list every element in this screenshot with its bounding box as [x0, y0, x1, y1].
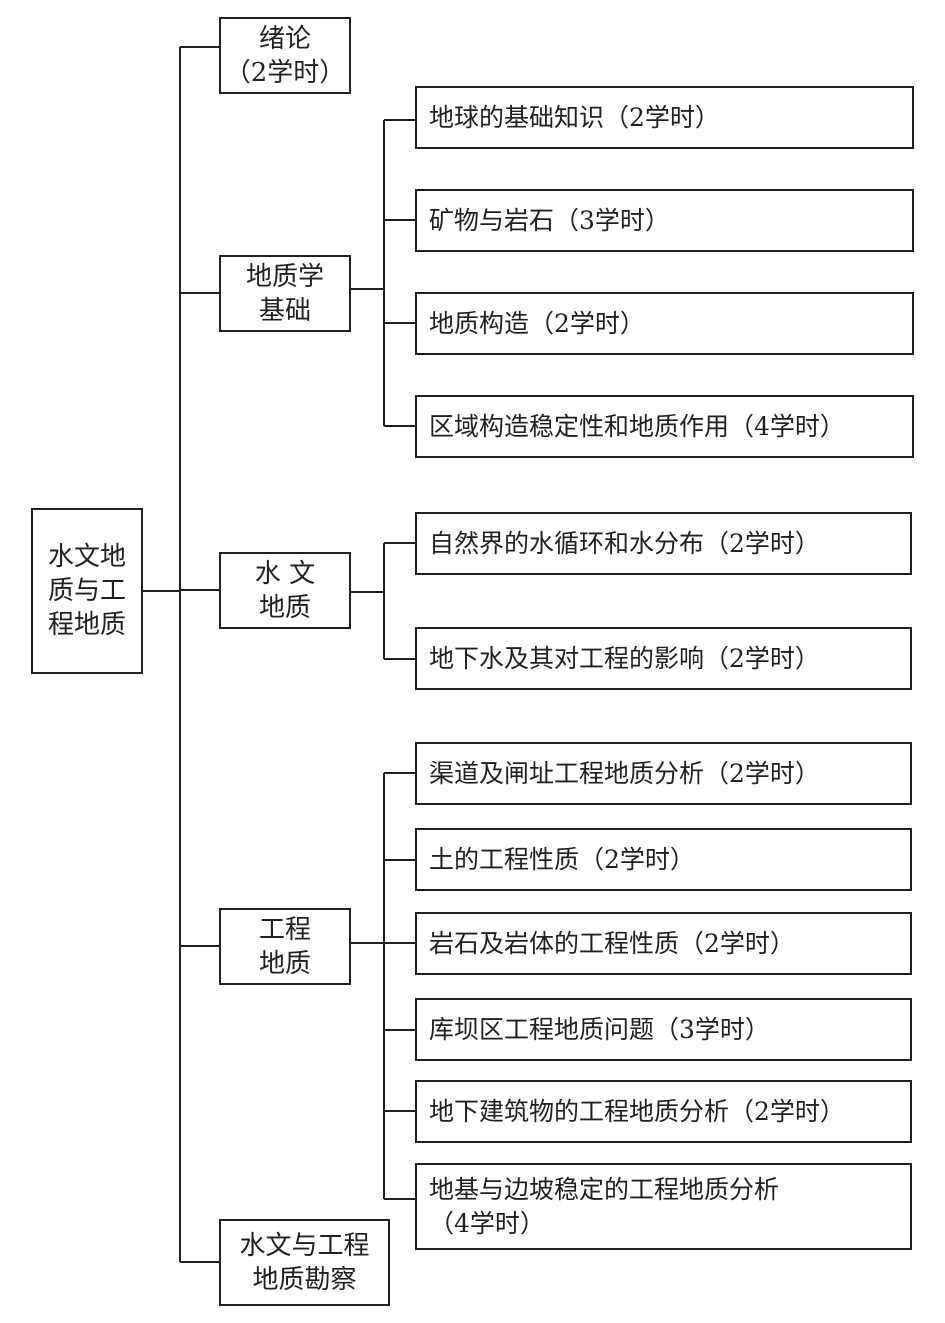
root-line: 质与工	[47, 576, 126, 606]
topic-item: 矿物与岩石（3学时）	[415, 189, 914, 252]
section-label: （2学时）	[224, 57, 346, 88]
section-label: 地质勘察	[252, 1264, 357, 1295]
topic-item: 地下建筑物的工程地质分析（2学时）	[415, 1080, 912, 1143]
topic-item: 土的工程性质（2学时）	[415, 828, 912, 891]
topic-item: 区域构造稳定性和地质作用（4学时）	[415, 395, 914, 458]
root-line: 程地质	[47, 610, 126, 640]
section-label: 水 文	[254, 558, 316, 589]
section-geology-basics: 地质学 基础	[219, 255, 351, 332]
section-label: 地质	[258, 592, 311, 623]
section-label: 地质	[258, 948, 311, 979]
section-survey: 水文与工程 地质勘察	[219, 1219, 390, 1306]
topic-item: 自然界的水循环和水分布（2学时）	[415, 512, 912, 575]
section-label: 地质学	[245, 261, 324, 292]
root-node: 水文地 质与工 程地质	[31, 508, 143, 674]
section-label: 工程	[258, 914, 311, 945]
topic-item: 地基与边坡稳定的工程地质分析 （4学时）	[415, 1163, 912, 1250]
topic-item: 地下水及其对工程的影响（2学时）	[415, 627, 912, 690]
section-intro: 绪论 （2学时）	[219, 17, 351, 94]
section-label: 水文与工程	[239, 1230, 370, 1261]
section-label: 基础	[258, 295, 311, 326]
topic-item: 地球的基础知识（2学时）	[415, 86, 914, 149]
section-hydrogeology: 水 文 地质	[219, 552, 351, 629]
topic-item: 渠道及闸址工程地质分析（2学时）	[415, 742, 912, 805]
section-engineering-geology: 工程 地质	[219, 908, 351, 985]
topic-item: 库坝区工程地质问题（3学时）	[415, 998, 912, 1061]
topic-item: 地质构造（2学时）	[415, 292, 914, 355]
section-label: 绪论	[258, 23, 311, 54]
root-line: 水文地	[47, 542, 126, 572]
topic-item: 岩石及岩体的工程性质（2学时）	[415, 912, 912, 975]
